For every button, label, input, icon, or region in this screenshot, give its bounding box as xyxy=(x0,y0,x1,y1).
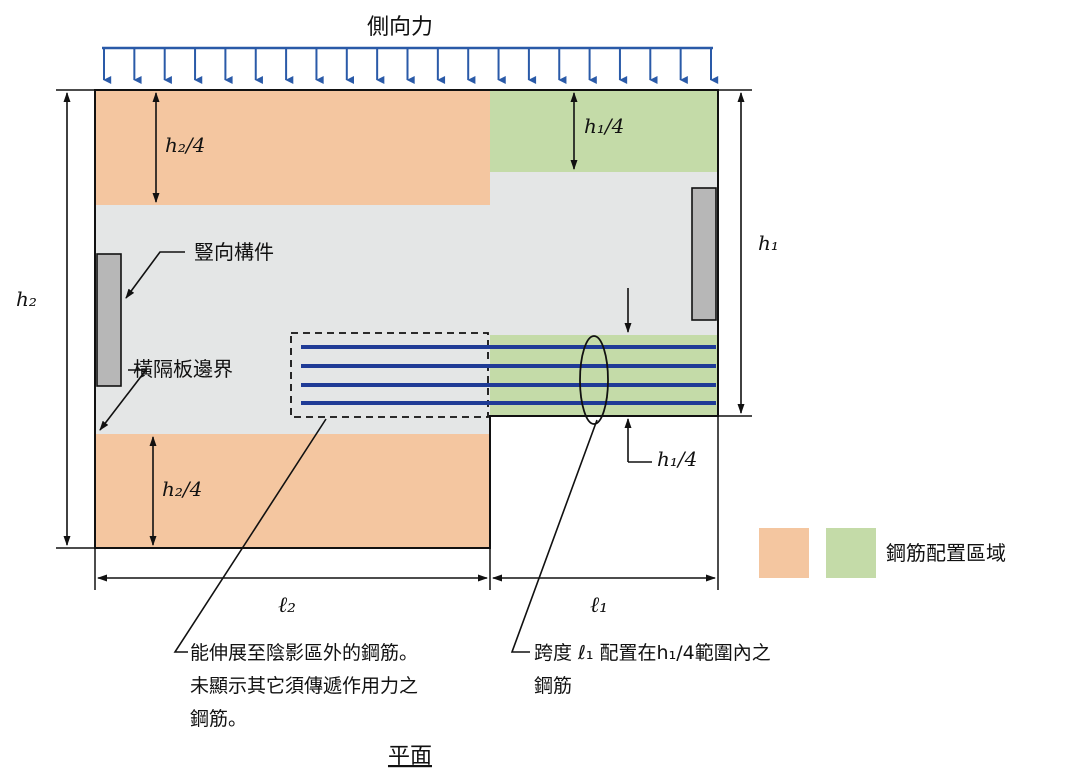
note-right-line-1: 跨度 ℓ₁ 配置在h₁/4範圍內之 xyxy=(534,642,771,664)
h2-label: h₂ xyxy=(16,287,37,311)
legend-swatch-green xyxy=(826,528,876,578)
l2-label: ℓ₂ xyxy=(278,593,296,618)
note-left-line-1: 能伸展至陰影區外的鋼筋。 xyxy=(190,642,418,664)
note-left-line-3: 鋼筋。 xyxy=(190,708,247,730)
h1-label: h₁ xyxy=(758,231,779,255)
rebar-zone-right-top xyxy=(490,90,718,172)
h1-quarter-bottom-label: h₁/4 xyxy=(657,447,697,471)
note-right-leader xyxy=(510,419,598,653)
h2-quarter-top-label: h₂/4 xyxy=(165,133,205,157)
diagram-title: 平面 xyxy=(388,744,432,769)
note-left-leader xyxy=(173,418,327,653)
legend-swatch-orange xyxy=(759,528,809,578)
lateral-load xyxy=(102,46,719,84)
h1-quarter-top-label: h₁/4 xyxy=(584,114,624,138)
vertical-member-left xyxy=(96,253,122,387)
rebar-zone-left-top xyxy=(95,90,490,205)
dashed-rebar-box xyxy=(290,332,489,418)
vertical-member-leader xyxy=(125,251,185,299)
h2-quarter-bottom-label: h₂/4 xyxy=(162,477,202,501)
diaphragm-boundary-label: 橫隔板邊界 xyxy=(133,357,233,381)
rebar-bundle-ellipse xyxy=(579,335,609,425)
vertical-member-right xyxy=(691,187,717,321)
lateral-load-label: 側向力 xyxy=(367,15,433,40)
diaphragm-boundary-leader xyxy=(99,369,148,431)
note-right-line-2: 鋼筋 xyxy=(534,675,572,697)
l1-label: ℓ₁ xyxy=(590,593,608,618)
note-left-line-2: 未顯示其它須傳遞作用力之 xyxy=(190,675,418,697)
vertical-member-label: 豎向構件 xyxy=(194,240,274,264)
rebar-zone-left-bottom xyxy=(95,434,490,548)
legend-label: 鋼筋配置區域 xyxy=(886,541,1006,565)
